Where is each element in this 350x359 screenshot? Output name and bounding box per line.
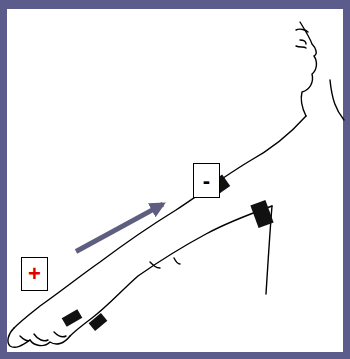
polarity-sign: +	[28, 263, 41, 285]
electrode-pad	[89, 313, 108, 331]
electrode-polarity-box: -	[193, 163, 220, 198]
electrode-pad	[250, 200, 273, 228]
frame-top	[0, 0, 350, 9]
electrode-polarity-box: +	[21, 257, 48, 291]
electrode-pad	[62, 309, 83, 327]
figure-outline	[8, 22, 344, 347]
current-direction-arrow	[76, 204, 163, 251]
electrode-pads	[62, 175, 274, 331]
polarity-sign: -	[203, 170, 210, 192]
